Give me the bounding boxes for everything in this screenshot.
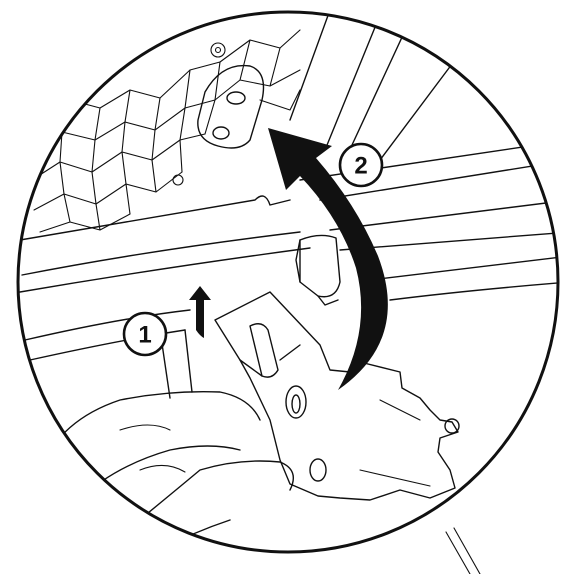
- callout-1: 1: [124, 313, 166, 355]
- retaining-clip: [296, 235, 340, 305]
- magnifier-circle: [18, 12, 558, 552]
- grille-mesh: [32, 30, 300, 232]
- callout-2-label: 2: [354, 153, 367, 180]
- mounting-tab: [198, 66, 264, 148]
- callout-2: 2: [340, 144, 382, 186]
- step-1-arrow: [189, 286, 211, 338]
- callout-1-label: 1: [138, 322, 151, 349]
- bracket: [215, 292, 459, 500]
- leader-line: [446, 528, 480, 574]
- magnified-detail: [20, 10, 569, 574]
